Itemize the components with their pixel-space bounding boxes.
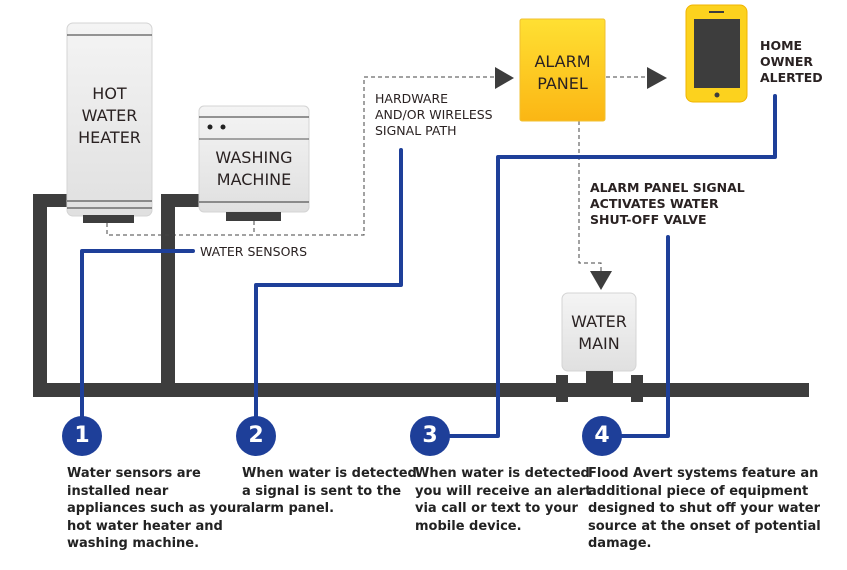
home-owner-label: HOME OWNER ALERTED (760, 38, 823, 85)
step-3-badge: 3 (410, 416, 450, 456)
water-main-valve-icon (556, 292, 643, 402)
step-3-text: When water is detected you will receive … (415, 466, 592, 534)
alarm-panel-icon (519, 18, 606, 122)
signal-path-label: HARDWARE AND/OR WIRELESS SIGNAL PATH (375, 91, 493, 138)
water-main-label: WATER MAIN (571, 312, 627, 353)
signal-path-lines (106, 76, 647, 271)
step-1-text: Water sensors are installed near applian… (67, 466, 243, 551)
washer-label: WASHING MACHINE (215, 148, 293, 189)
step-2-badge: 2 (236, 416, 276, 456)
heater-label: HOT WATER HEATER (78, 84, 141, 147)
phone-icon (685, 4, 748, 103)
step-4-text: Flood Avert systems feature an additiona… (588, 466, 821, 551)
step-1-badge: 1 (62, 416, 102, 456)
step-4-badge: 4 (582, 416, 622, 456)
step-2-text: When water is detected a signal is sent … (242, 466, 417, 516)
callout-lines (80, 94, 777, 438)
arrow-icons (495, 67, 667, 290)
washing-machine-icon (198, 105, 310, 221)
hot-water-heater-icon (66, 22, 153, 223)
water-sensors-label: WATER SENSORS (200, 244, 308, 259)
shutoff-label: ALARM PANEL SIGNAL ACTIVATES WATER SHUT-… (590, 180, 745, 227)
pipes (33, 194, 809, 397)
alarm-panel-label: ALARM PANEL (534, 52, 591, 93)
